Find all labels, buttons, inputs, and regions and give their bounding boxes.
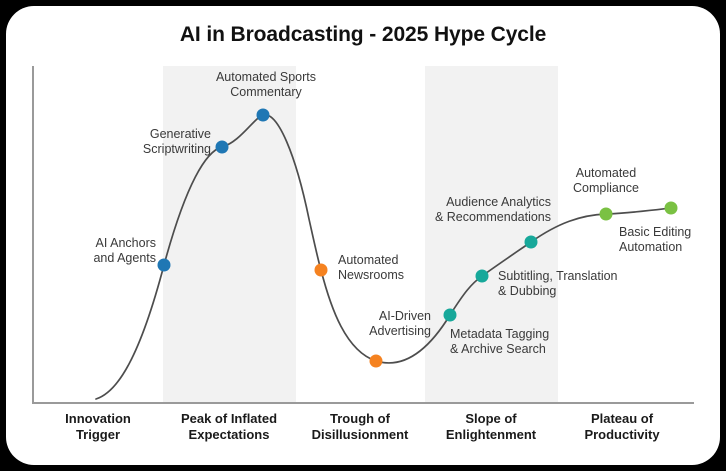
data-point-dot[interactable]: [599, 207, 613, 221]
phase-band-peak: [163, 66, 296, 403]
data-point-dot[interactable]: [157, 258, 171, 272]
data-point-label: Automated Newsrooms: [338, 253, 404, 282]
phase-label-plateau-of-productivity: Plateau of Productivity: [584, 411, 660, 442]
phase-label-peak-of-inflated-expectations: Peak of Inflated Expectations: [180, 411, 278, 442]
data-point-dot[interactable]: [215, 140, 229, 154]
data-point-dot[interactable]: [369, 354, 383, 368]
data-point-dot[interactable]: [314, 263, 328, 277]
hype-cycle-plot: AI Anchors and Agents Generative Scriptw…: [6, 6, 720, 465]
page-title: AI in Broadcasting - 2025 Hype Cycle: [179, 23, 547, 46]
data-point-dot[interactable]: [664, 201, 678, 215]
phase-label-trough-of-disillusionment: Trough of Disillusionment: [311, 411, 409, 442]
data-point-label: Audience Analytics & Recommendations: [434, 195, 551, 224]
data-point-label: Subtitling, Translation & Dubbing: [498, 269, 618, 298]
y-axis: [32, 66, 34, 403]
x-axis: [32, 402, 694, 404]
data-point-label: Generative Scriptwriting: [142, 127, 211, 156]
data-point-label: Automated Compliance: [572, 166, 640, 195]
phase-label-slope-of-enlightenment: Slope of Enlightenment: [445, 411, 537, 442]
data-point-label: AI Anchors and Agents: [93, 236, 156, 265]
data-point-dot[interactable]: [524, 235, 538, 249]
data-point-label: Metadata Tagging & Archive Search: [450, 327, 550, 356]
data-point-label: AI-Driven Advertising: [369, 309, 431, 338]
phase-label-innovation-trigger: Innovation Trigger: [65, 411, 131, 442]
data-point-dot[interactable]: [256, 108, 270, 122]
data-point-label: Automated Sports Commentary: [215, 70, 317, 99]
data-point-dot[interactable]: [443, 308, 457, 322]
data-point-dot[interactable]: [475, 269, 489, 283]
chart-card: AI in Broadcasting - 2025 Hype Cycle: [6, 6, 720, 465]
phase-band-slope: [425, 66, 558, 403]
data-point-label: Basic Editing Automation: [619, 225, 692, 254]
